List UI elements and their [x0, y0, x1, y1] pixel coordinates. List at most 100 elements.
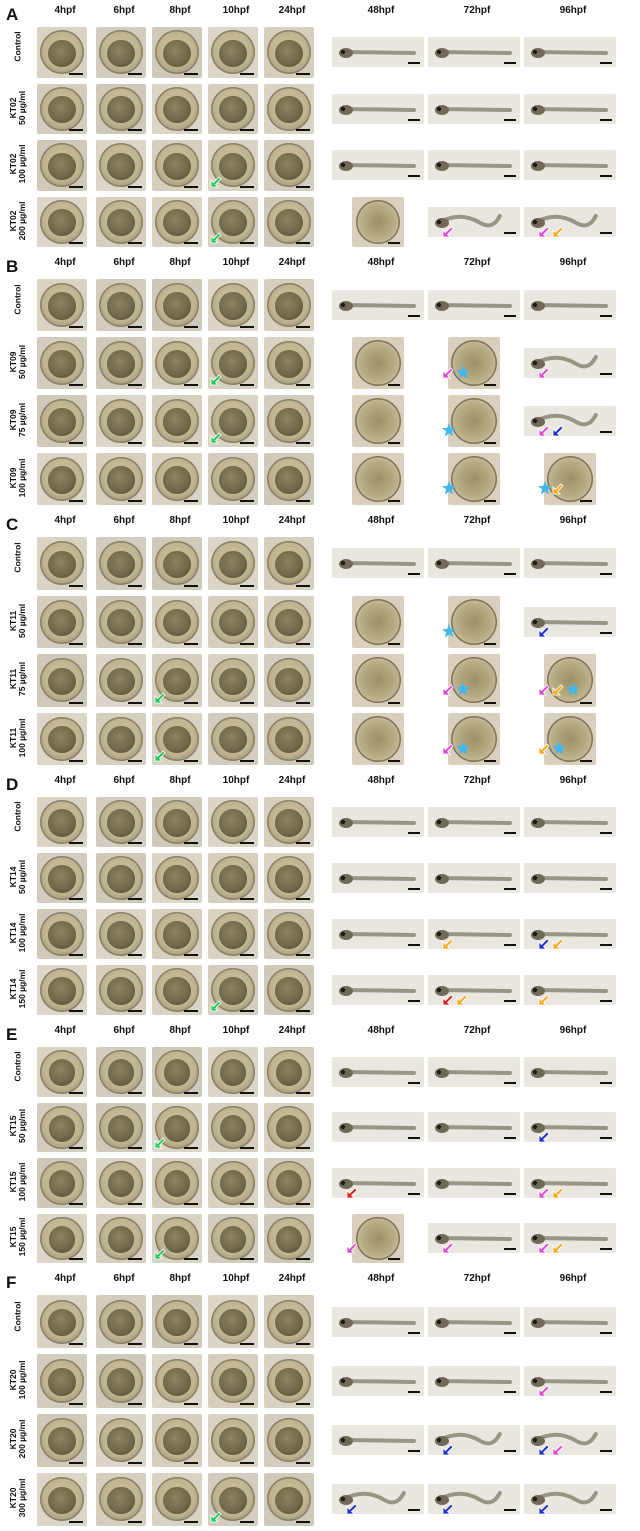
larva-image [332, 1425, 424, 1456]
scale-bar [408, 944, 420, 946]
concentration-label: 50 µg/ml [17, 344, 27, 380]
larva-shape [531, 301, 608, 311]
scale-bar [184, 1521, 198, 1523]
concentration-label: 50 µg/ml [17, 603, 27, 638]
timepoint-header: 72hpf [463, 257, 491, 268]
arrow-marker-icon [154, 750, 166, 762]
arrow-marker-icon [442, 367, 454, 379]
yolk-shape [48, 152, 76, 180]
embryo-image [264, 909, 314, 959]
embryo-image [152, 337, 202, 389]
larva-shape [339, 874, 416, 884]
larva-image [428, 93, 520, 124]
larva-shape [435, 930, 512, 940]
scale-bar [388, 500, 400, 502]
embryo-image [264, 537, 314, 590]
embryo-image [96, 909, 146, 959]
yolk-shape [163, 408, 191, 436]
scale-bar [69, 1010, 83, 1012]
compound-label: Control [12, 1051, 23, 1082]
yolk-shape [163, 726, 191, 754]
embryo-image [37, 1102, 87, 1152]
arrow-marker-icon [538, 1131, 550, 1143]
scale-bar [240, 584, 254, 587]
embryo-image [264, 337, 314, 389]
timepoint-header: 10hpf [222, 257, 250, 268]
timepoint-header: 6hpf [113, 5, 135, 16]
larva-shape [435, 1317, 512, 1328]
scale-bar [240, 1091, 254, 1094]
timepoint-header: 10hpf [222, 515, 250, 526]
scale-bar [69, 1147, 83, 1149]
chorion-shape [211, 912, 255, 956]
chorion-shape [40, 1161, 84, 1205]
embryo-image [37, 395, 87, 447]
timepoint-header: 4hpf [54, 5, 76, 16]
chorion-shape [155, 1299, 199, 1344]
scale-bar [240, 1402, 254, 1405]
chorion-shape [547, 456, 593, 502]
embryo-image [208, 595, 258, 648]
yolk-shape [163, 466, 191, 494]
yolk-shape [275, 1225, 303, 1253]
embryo-image [37, 909, 87, 959]
arrow-marker-icon [210, 1000, 222, 1012]
scale-bar [296, 760, 310, 762]
yolk-shape [107, 977, 135, 1005]
yolk-shape [48, 809, 76, 837]
arrow-marker-icon [442, 1242, 454, 1254]
yolk-shape [219, 1170, 247, 1198]
chorion-shape [99, 143, 143, 188]
yolk-shape [163, 152, 191, 180]
larva-shape [531, 1178, 608, 1189]
scale-bar [240, 242, 254, 244]
scale-bar [296, 643, 310, 645]
scale-bar [69, 326, 83, 328]
timepoint-header: 4hpf [54, 1025, 76, 1036]
yolk-shape [48, 350, 76, 378]
chorion-shape [155, 856, 199, 900]
row-label: Control [13, 17, 23, 77]
chorion-shape [40, 30, 84, 75]
curled-larva-shape [435, 1491, 502, 1506]
yolk-shape [275, 977, 303, 1005]
yolk-shape [275, 96, 303, 124]
curled-larva-shape [531, 1491, 598, 1506]
yolk-shape [107, 1427, 135, 1455]
embryo-image [152, 395, 202, 447]
embryo-image [96, 595, 146, 648]
chorion-shape [155, 1477, 199, 1522]
chorion-shape [211, 800, 255, 844]
chorion-shape [267, 912, 311, 956]
arrow-marker-icon [154, 691, 166, 703]
embryo-image [152, 196, 202, 247]
larva-image [524, 863, 616, 893]
scale-bar [69, 1343, 83, 1346]
larva-image [332, 1112, 424, 1143]
scale-bar [408, 175, 420, 178]
timepoint-header: 24hpf [278, 775, 306, 786]
chorion-shape [40, 968, 84, 1012]
compound-label: Control [12, 284, 23, 315]
chorion-shape [40, 1358, 84, 1403]
yolk-shape [219, 1308, 247, 1337]
scale-bar [504, 573, 516, 576]
chorion-shape [99, 199, 143, 244]
scale-bar [296, 1343, 310, 1346]
star-marker-icon [552, 740, 566, 755]
scale-bar [128, 1402, 142, 1405]
embryo-image [96, 1413, 146, 1467]
scale-bar [408, 888, 420, 890]
arrow-marker-icon [538, 1503, 550, 1515]
yolk-shape [275, 667, 303, 695]
scale-bar [296, 1258, 310, 1260]
embryo-image [264, 1047, 314, 1097]
scale-bar [408, 1192, 420, 1195]
chorion-shape [547, 657, 593, 704]
yolk-shape [48, 921, 76, 949]
scale-bar [128, 1091, 142, 1094]
embryo-image [152, 1295, 202, 1349]
embryo-image [37, 1213, 87, 1263]
